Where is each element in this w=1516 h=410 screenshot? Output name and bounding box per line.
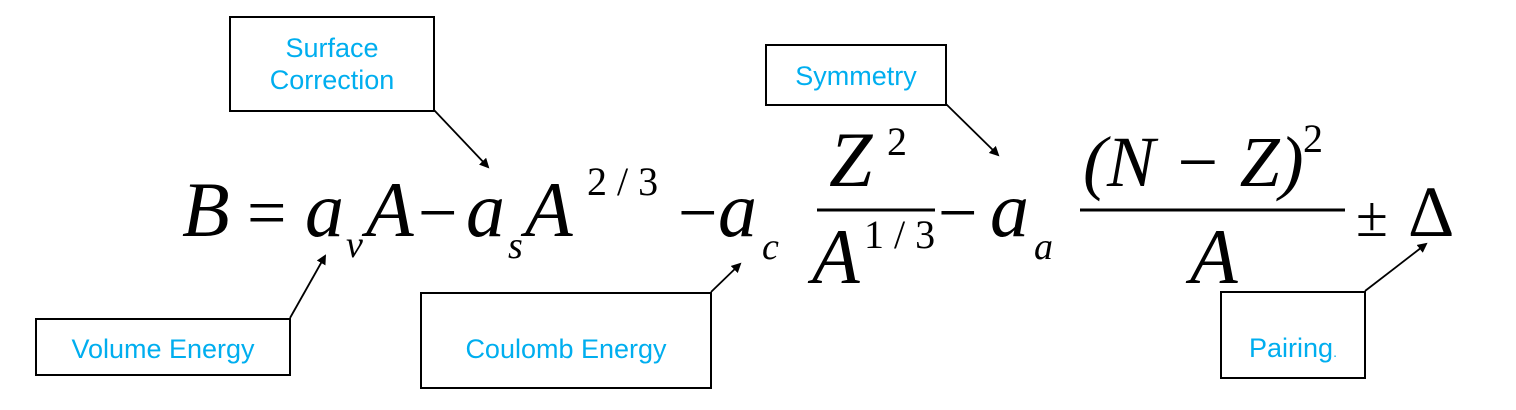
- callout-volume-energy: Volume Energy: [35, 318, 291, 376]
- formula-A-asym-denominator: A: [1185, 213, 1238, 300]
- formula-A-denominator: A: [807, 213, 860, 300]
- callout-volume-label: Volume Energy: [71, 334, 255, 364]
- callout-surface-line1: Surface: [285, 33, 379, 63]
- callout-surface-correction: Surface Correction: [229, 16, 435, 112]
- formula-equals: =: [247, 175, 286, 252]
- callout-surface-line2: Correction: [269, 65, 395, 95]
- formula-a-surface: a: [466, 166, 505, 253]
- callout-coulomb-energy: Coulomb Energy: [420, 292, 712, 389]
- formula-Z-numerator: Z: [829, 116, 874, 203]
- arrow-volume: [289, 254, 326, 319]
- formula-delta: Δ: [1408, 172, 1454, 252]
- formula-minus-2: −: [678, 175, 717, 252]
- arrow-surface: [433, 109, 490, 169]
- formula-Z-exp: 2: [887, 119, 907, 164]
- formula-a-asym: a: [990, 166, 1029, 253]
- formula-asym-exp: 2: [1303, 116, 1323, 161]
- formula-sub-c: c: [762, 226, 779, 268]
- callout-pairing: Pairing.: [1220, 291, 1366, 379]
- formula-exp-one-third: 1 / 3: [864, 212, 935, 257]
- formula-minus-3: −: [938, 175, 977, 252]
- formula-sub-v: v: [346, 224, 363, 266]
- formula-sub-a: a: [1034, 226, 1053, 268]
- formula-exp-two-thirds: 2 / 3: [587, 159, 658, 204]
- formula-minus-1: −: [418, 175, 457, 252]
- callout-symmetry-label: Symmetry: [795, 61, 917, 91]
- formula-B: B: [182, 166, 230, 253]
- arrow-symmetry: [945, 103, 1000, 157]
- callout-pairing-period: .: [1333, 344, 1337, 360]
- formula-A-surface: A: [520, 166, 573, 253]
- arrow-coulomb: [710, 262, 742, 293]
- formula-plus-minus: ±: [1356, 184, 1388, 249]
- binding-energy-formula: B = a v A − a s A 2 / 3 − a c Z 2 A 1 / …: [182, 116, 1454, 300]
- formula-N-minus-Z: (N − Z): [1083, 122, 1304, 202]
- formula-a-coulomb: a: [718, 166, 757, 253]
- formula-a-volume: a: [305, 166, 344, 253]
- arrow-pairing: [1364, 242, 1428, 292]
- callout-symmetry: Symmetry: [765, 44, 947, 106]
- formula-sub-s: s: [508, 225, 523, 267]
- callout-pairing-label: Pairing: [1249, 333, 1334, 363]
- callout-coulomb-label: Coulomb Energy: [465, 334, 667, 364]
- formula-A-volume: A: [361, 166, 414, 253]
